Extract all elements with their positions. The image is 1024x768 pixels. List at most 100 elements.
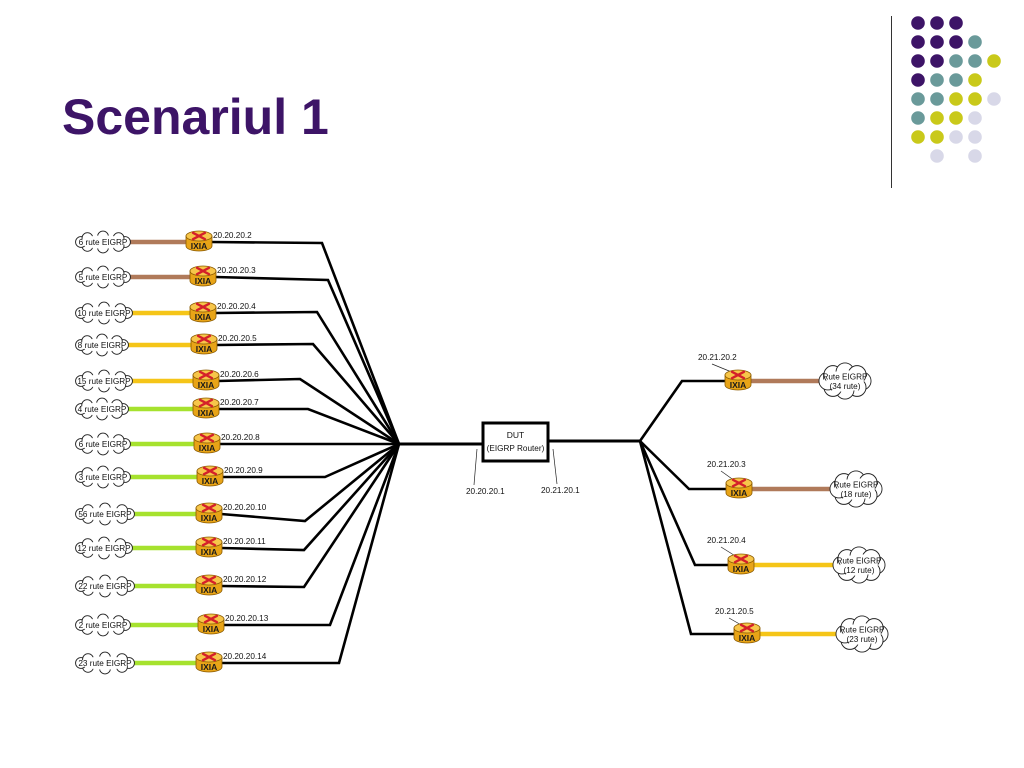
decor-dot xyxy=(911,16,925,30)
cloud-label: 5 rute EIGRP xyxy=(79,273,128,282)
ixia-label: IXIA xyxy=(198,380,215,390)
cloud-text: 2 rute EIGRP xyxy=(79,621,128,630)
cloud-text: Rute EIGRP xyxy=(839,625,885,634)
router-ip: 20.20.20.10 xyxy=(223,503,267,512)
cloud-label: 6 rute EIGRP xyxy=(79,440,128,449)
cloud-label: 23 rute EIGRP xyxy=(78,659,132,668)
cloud-text: 6 rute EIGRP xyxy=(79,238,128,247)
cloud-label: Rute EIGRP(18 rute) xyxy=(833,480,879,499)
cloud-label: 22 rute EIGRP xyxy=(78,582,132,591)
cloud-text: 22 rute EIGRP xyxy=(78,582,132,591)
cloud-text: 10 rute EIGRP xyxy=(77,309,131,318)
cloud-fill xyxy=(840,554,878,576)
ixia-router: IXIA xyxy=(190,333,218,355)
ixia-router: IXIA xyxy=(192,397,220,419)
router-x-icon xyxy=(198,370,214,380)
uplink xyxy=(220,443,401,589)
ixia-router: IXIA xyxy=(727,553,755,575)
cloud-fill xyxy=(79,437,127,451)
router-ip: 20.20.20.9 xyxy=(224,466,263,475)
ixia-router: IXIA xyxy=(724,369,752,391)
router-ip: 20.20.20.8 xyxy=(221,433,260,442)
cloud-fill xyxy=(79,618,127,632)
ixia-router: IXIA xyxy=(189,301,217,323)
router-ip: 20.20.20.2 xyxy=(213,231,252,240)
ixia-router: IXIA xyxy=(195,574,223,596)
route-cloud: Rute EIGRP(12 rute) xyxy=(832,546,886,584)
router-ip: 20.20.20.3 xyxy=(217,266,256,275)
route-cloud: 12 rute EIGRP xyxy=(75,536,133,560)
links-layer xyxy=(124,239,842,666)
router-ip: 20.21.20.2 xyxy=(698,353,737,362)
router-x-icon xyxy=(201,652,217,662)
dut-label: DUT xyxy=(507,430,524,440)
uplink xyxy=(638,440,729,567)
router-ip: 20.20.20.14 xyxy=(223,652,267,661)
decor-dot xyxy=(949,16,963,30)
cloud-fill xyxy=(837,478,875,500)
decor-dot xyxy=(968,54,982,68)
router-ip: 20.20.20.6 xyxy=(220,370,259,379)
router-x-icon xyxy=(199,433,215,443)
route-cloud: 23 rute EIGRP xyxy=(75,651,135,675)
ixia-router: IXIA xyxy=(192,369,220,391)
decor-dot xyxy=(911,92,925,106)
decor-dot xyxy=(930,73,944,87)
uplink xyxy=(218,407,400,446)
cloud-text: 3 rute EIGRP xyxy=(79,473,128,482)
cloud-fill xyxy=(79,270,127,284)
decor-dot xyxy=(930,149,944,163)
cloud-label: Rute EIGRP(12 rute) xyxy=(836,556,882,575)
decor-divider xyxy=(891,16,892,188)
dut-box xyxy=(481,421,550,463)
ixia-label: IXIA xyxy=(195,276,212,286)
cloud-fill xyxy=(79,338,125,352)
router-ip: 20.21.20.3 xyxy=(707,460,746,469)
dut-ip-right-leader xyxy=(552,448,558,485)
ixia-label: IXIA xyxy=(201,547,218,557)
uplink xyxy=(214,275,401,445)
cloud-label: Rute EIGRP(23 rute) xyxy=(839,625,885,644)
left-node: 5 rute EIGRP IXIA 20.20.20.3 xyxy=(75,265,256,289)
dut-ip-right: 20.21.20.1 xyxy=(541,486,580,495)
ixia-router: IXIA xyxy=(196,465,224,487)
uplink xyxy=(221,443,401,665)
cloud-text: (34 rute) xyxy=(830,382,861,391)
uplink xyxy=(214,310,401,445)
route-cloud: Rute EIGRP(34 rute) xyxy=(818,362,872,400)
cloud-fill xyxy=(79,507,131,521)
router-x-icon xyxy=(733,554,749,564)
decor-dot xyxy=(911,35,925,49)
decor-dot xyxy=(930,54,944,68)
decor-dot xyxy=(930,130,944,144)
cloud-label: 6 rute EIGRP xyxy=(79,238,128,247)
ixia-router: IXIA xyxy=(185,230,213,252)
router-ip: 20.20.20.7 xyxy=(220,398,259,407)
router-ip: 20.20.20.4 xyxy=(217,302,256,311)
router-x-icon xyxy=(739,623,755,633)
cloud-text: (23 rute) xyxy=(847,635,878,644)
route-cloud: 6 rute EIGRP xyxy=(75,432,131,456)
route-cloud: 8 rute EIGRP xyxy=(75,333,129,357)
route-cloud: 10 rute EIGRP xyxy=(75,301,133,325)
router-x-icon xyxy=(191,231,207,241)
uplink xyxy=(215,342,400,445)
uplink xyxy=(222,442,400,479)
cloud-text: Rute EIGRP xyxy=(822,372,868,381)
ixia-label: IXIA xyxy=(739,633,756,643)
router-x-icon xyxy=(730,370,746,380)
cloud-fill xyxy=(79,656,131,670)
cloud-text: 12 rute EIGRP xyxy=(77,544,131,553)
uplink xyxy=(638,379,726,442)
cloud-fill xyxy=(79,374,129,388)
router-ip: 20.20.20.13 xyxy=(225,614,269,623)
ixia-router: IXIA xyxy=(195,651,223,673)
